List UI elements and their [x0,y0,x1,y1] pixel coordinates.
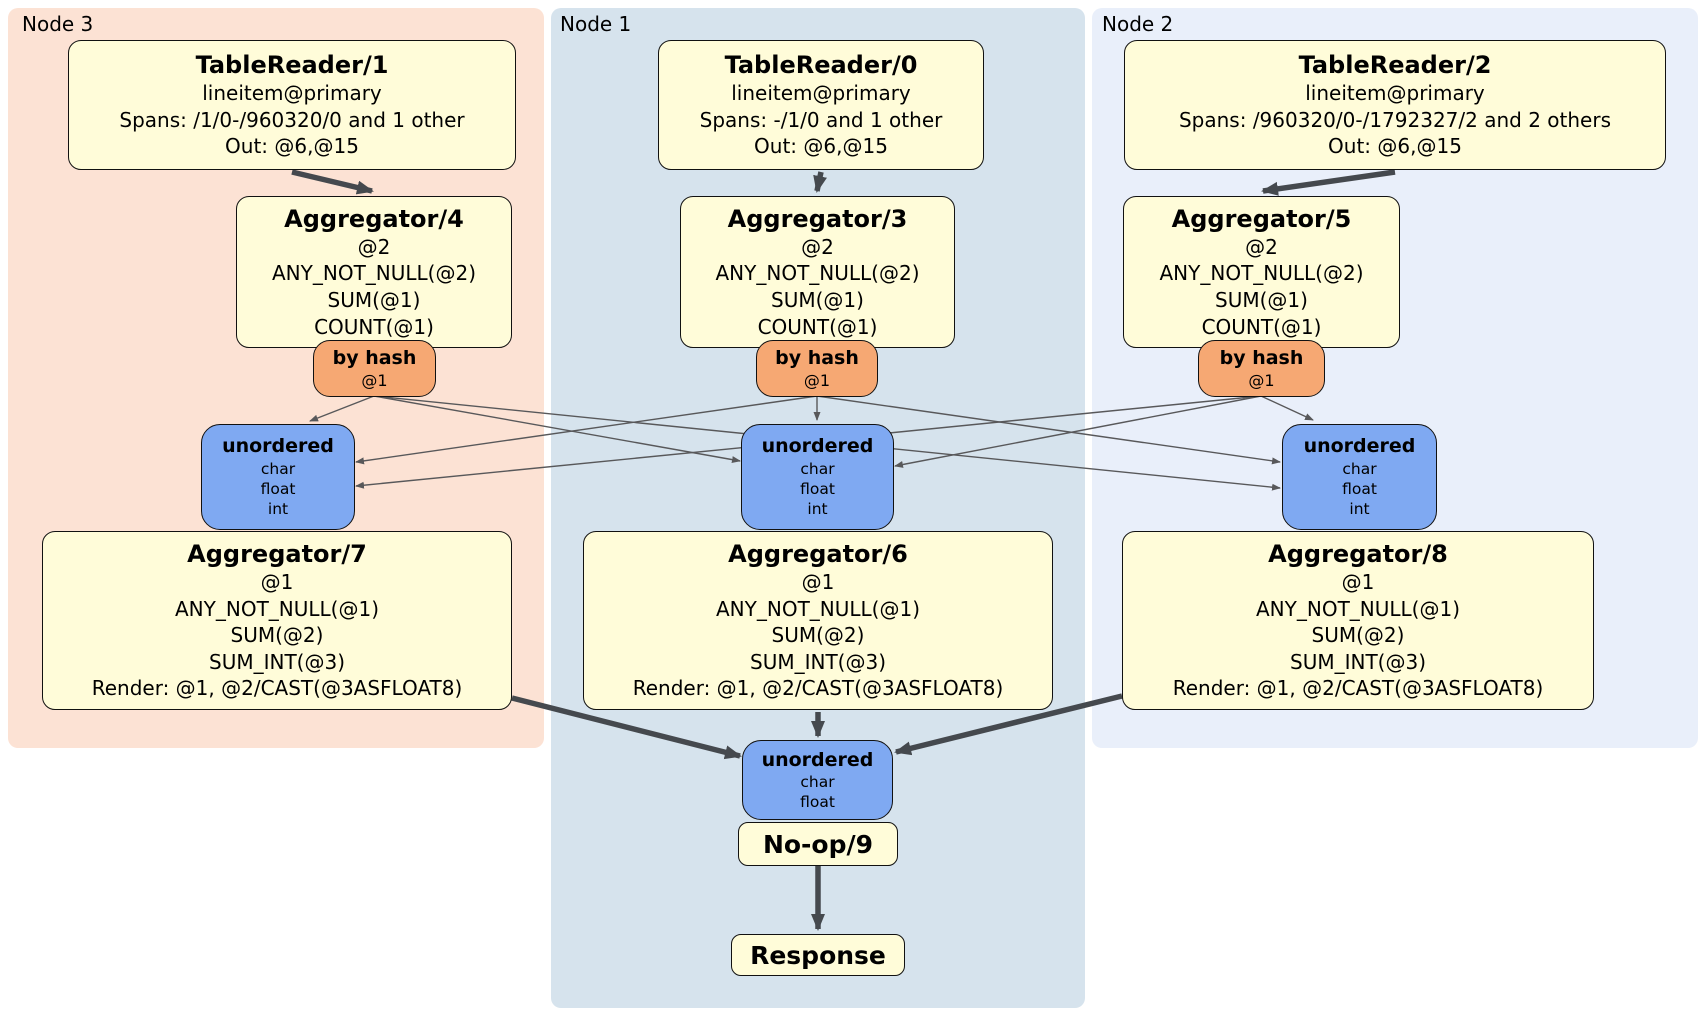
sync-item: int [1349,500,1370,519]
processor-detail: ANY_NOT_NULL(@2) [715,261,920,286]
sync-item: char [260,460,296,479]
router-detail: @1 [1248,370,1275,390]
hash-router-center: by hash @1 [756,340,878,397]
processor-title: Aggregator/3 [727,204,908,233]
aggregator-5-box: Aggregator/5 @2 ANY_NOT_NULL(@2) SUM(@1)… [1123,196,1400,348]
processor-detail: ANY_NOT_NULL(@2) [272,261,476,286]
processor-detail: COUNT(@1) [1201,314,1322,339]
sync-item: int [267,500,289,519]
processor-title: Aggregator/7 [187,540,367,569]
node3-region-label: Node 3 [22,12,94,36]
processor-title: TableReader/1 [195,51,389,80]
aggregator-4-box: Aggregator/4 @2 ANY_NOT_NULL(@2) SUM(@1)… [236,196,512,348]
sync-title: unordered [761,748,874,771]
processor-detail: @1 [1341,570,1375,595]
response-box: Response [731,934,905,976]
processor-title: No-op/9 [762,829,874,859]
aggregator-6-box: Aggregator/6 @1 ANY_NOT_NULL(@1) SUM(@2)… [583,531,1053,710]
processor-title: Aggregator/5 [1171,204,1352,233]
processor-detail: Spans: -/1/0 and 1 other [699,107,943,132]
processor-detail: Render: @1, @2/CAST(@3ASFLOAT8) [632,676,1004,701]
processor-detail: ANY_NOT_NULL(@2) [1159,261,1364,286]
processor-detail: SUM(@1) [327,288,421,312]
sync-item: char [1342,460,1377,479]
processor-title: Response [750,940,886,970]
sync-title: unordered [761,435,874,458]
sync-item: int [807,500,828,519]
processor-detail: lineitem@primary [731,81,911,106]
processor-title: Aggregator/4 [284,204,464,233]
processor-detail: SUM_INT(@3) [750,649,886,674]
processor-detail: Render: @1, @2/CAST(@3ASFLOAT8) [1172,676,1544,701]
unordered-sync-final: unordered char float [742,740,893,820]
aggregator-3-box: Aggregator/3 @2 ANY_NOT_NULL(@2) SUM(@1)… [680,196,955,348]
aggregator-8-box: Aggregator/8 @1 ANY_NOT_NULL(@1) SUM(@2)… [1122,531,1594,710]
processor-detail: ANY_NOT_NULL(@1) [716,596,920,621]
hash-router-right: by hash @1 [1198,340,1325,397]
processor-detail: lineitem@primary [202,81,382,106]
processor-detail: @1 [801,570,835,595]
processor-detail: Out: @6,@15 [1328,134,1462,159]
tablereader-1-box: TableReader/1 lineitem@primary Spans: /1… [68,40,516,170]
processor-title: Aggregator/6 [728,540,908,569]
processor-detail: COUNT(@1) [757,314,878,339]
router-detail: @1 [361,370,388,390]
sync-item: float [800,480,835,499]
processor-detail: Out: @6,@15 [754,134,888,159]
processor-detail: SUM_INT(@3) [209,649,345,674]
router-title: by hash [332,347,417,370]
router-title: by hash [775,347,859,370]
sync-title: unordered [222,435,334,458]
sync-item: float [260,480,296,499]
processor-detail: COUNT(@1) [314,314,434,339]
sync-title: unordered [1303,435,1416,458]
processor-title: TableReader/0 [724,51,918,80]
sync-item: char [800,460,835,479]
processor-detail: Render: @1, @2/CAST(@3ASFLOAT8) [91,676,463,701]
aggregator-7-box: Aggregator/7 @1 ANY_NOT_NULL(@1) SUM(@2)… [42,531,512,710]
processor-detail: Spans: /1/0-/960320/0 and 1 other [119,107,465,132]
unordered-sync-left: unordered char float int [201,424,355,530]
processor-detail: @2 [1245,234,1278,259]
processor-title: TableReader/2 [1298,51,1492,80]
processor-edges [291,169,1396,931]
processor-title: Aggregator/8 [1268,540,1448,569]
processor-detail: SUM(@1) [771,288,864,312]
sync-item: float [800,793,835,812]
hash-router-left: by hash @1 [313,340,436,397]
node2-region-label: Node 2 [1102,12,1174,36]
unordered-sync-right: unordered char float int [1282,424,1437,530]
processor-detail: ANY_NOT_NULL(@1) [175,596,379,621]
processor-detail: lineitem@primary [1305,81,1485,106]
processor-detail: ANY_NOT_NULL(@1) [1256,596,1460,621]
processor-detail: SUM(@1) [1215,288,1308,312]
router-title: by hash [1219,347,1304,370]
processor-detail: SUM(@2) [1311,623,1405,648]
processor-detail: @2 [801,234,834,259]
sync-item: float [1342,480,1377,499]
processor-detail: Out: @6,@15 [225,134,359,159]
tablereader-0-box: TableReader/0 lineitem@primary Spans: -/… [658,40,984,170]
processor-detail: @2 [357,234,391,259]
processor-detail: SUM(@2) [771,623,865,648]
tablereader-2-box: TableReader/2 lineitem@primary Spans: /9… [1124,40,1666,170]
processor-detail: SUM_INT(@3) [1290,649,1426,674]
unordered-sync-center: unordered char float int [741,424,894,530]
node1-region-label: Node 1 [560,12,632,36]
processor-detail: Spans: /960320/0-/1792327/2 and 2 others [1178,107,1611,132]
processor-detail: @1 [260,570,294,595]
noop-9-box: No-op/9 [738,822,898,866]
sync-item: char [800,773,835,792]
router-detail: @1 [803,370,831,390]
processor-detail: SUM(@2) [230,623,324,648]
